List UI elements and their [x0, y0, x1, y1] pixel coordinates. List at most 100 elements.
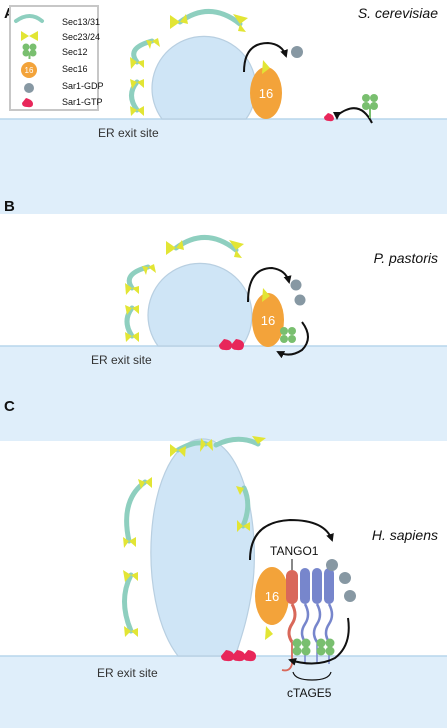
sec12-clover — [280, 327, 296, 343]
legend-label: Sar1-GDP — [62, 81, 104, 91]
sec23-24-bowtie — [123, 570, 138, 582]
ctage5-domain — [312, 568, 322, 604]
sec23-24-bowtie — [262, 288, 270, 302]
sar1-gtp-hydrolysis-arrow — [249, 518, 334, 561]
sec23-24-bowtie — [236, 486, 244, 495]
er-exit-site-label: ER exit site — [97, 666, 158, 680]
sar1-gdp-dot — [344, 590, 356, 602]
sec23-24-bowtie — [229, 240, 244, 258]
sec23-24-bowtie-icon — [21, 31, 38, 41]
legend-label: Sar1-GTP — [62, 97, 103, 107]
sec13-31-arc — [124, 479, 148, 544]
legend-label: Sec13/31 — [62, 17, 100, 27]
ctage5-coil — [312, 603, 322, 643]
legend-box — [9, 5, 99, 111]
sec23-24-bowtie — [130, 57, 144, 69]
sec23-24-bowtie — [265, 626, 273, 640]
sar1-gtp-hydrolysis-arrow — [247, 266, 292, 303]
sec12-clover-icon — [22, 43, 37, 59]
sec16-oval — [250, 67, 282, 119]
sec12-clover — [292, 638, 311, 656]
sar1-activation-arrow — [276, 321, 309, 359]
ctage5-coil — [324, 603, 334, 643]
sec23-24-bowtie — [252, 436, 266, 444]
panel-b: B P. pastoris ER exit site 16 — [0, 198, 447, 441]
ctage5-domain — [324, 568, 334, 604]
tango1-label: TANGO1 — [270, 544, 319, 558]
sec23-24-bowtie — [125, 305, 139, 315]
sar1-gtp-drop — [243, 650, 256, 662]
sec13-31-arc — [173, 235, 239, 253]
sar1-gtp-drop — [231, 339, 244, 351]
sec23-24-bowtie — [123, 537, 136, 548]
species-label: H. sapiens — [372, 527, 438, 543]
panel-c: C H. sapiens ER exit site 16 — [0, 398, 447, 728]
sec23-24-bowtie — [170, 444, 186, 457]
sar1-gtp-drop-icon — [22, 98, 33, 108]
sec23-24-bowtie — [237, 520, 250, 532]
sec16-label: 16 — [265, 589, 279, 604]
sar1-gdp-dot — [290, 279, 302, 291]
legend: Sec13/31 Sec23/24 Sec12 16 Sec16 Sar1-GD… — [9, 5, 104, 111]
sar1-gdp-dot — [339, 572, 351, 584]
panel-letter: B — [4, 198, 15, 215]
sec16-oval — [255, 567, 289, 625]
sec23-24-bowtie — [146, 38, 160, 49]
sec16-label: 16 — [259, 86, 273, 101]
ctage5-coil — [300, 603, 310, 643]
sar1-activation-arrow — [288, 617, 350, 666]
sec16-oval — [252, 293, 284, 347]
sec13-31-arc-icon — [14, 14, 44, 23]
species-label: S. cerevisiae — [358, 5, 438, 21]
sar1-gdp-dot-icon — [24, 83, 34, 93]
sec13-31-arc — [177, 9, 243, 27]
cargo-bud — [147, 262, 253, 347]
er-exit-site-label: ER exit site — [98, 126, 159, 140]
tango1-domain — [286, 570, 298, 604]
sar1-gdp-dot — [326, 559, 338, 571]
sec23-24-bowtie — [130, 79, 144, 89]
sec23-24-bowtie — [200, 438, 213, 452]
sar1-gtp-hydrolysis-arrow — [243, 41, 288, 73]
species-label: P. pastoris — [374, 250, 438, 266]
sec23-24-bowtie — [138, 477, 152, 489]
sec23-24-bowtie — [124, 626, 138, 637]
sec23-24-bowtie — [262, 60, 270, 74]
panel-letter: C — [4, 398, 15, 415]
sar1-gdp-dot — [294, 294, 306, 306]
legend-label: Sec12 — [62, 47, 88, 57]
sec23-24-bowtie — [233, 14, 248, 32]
cargo-bud — [150, 438, 255, 657]
ctage5-domain — [300, 568, 310, 604]
sec13-31-arc — [240, 485, 251, 529]
sar1-activation-arrow — [333, 107, 373, 124]
sec16-label: 16 — [261, 313, 275, 328]
sec23-24-bowtie — [125, 283, 139, 295]
sec12-clover — [362, 94, 378, 118]
sar1-gtp-drop — [221, 650, 234, 662]
ctage5-label: cTAGE5 — [287, 686, 332, 700]
legend-label: Sec23/24 — [62, 32, 100, 42]
sar1-gtp-drop — [324, 113, 334, 122]
er-membrane — [0, 346, 447, 441]
sec23-24-bowtie — [125, 332, 139, 342]
legend-badge: 16 — [25, 66, 34, 75]
sec13-31-arc — [122, 572, 134, 634]
er-membrane — [0, 656, 447, 728]
panel-a: A S. cerevisiae ER exit site 16 — [0, 5, 447, 214]
sec23-24-bowtie — [170, 14, 188, 29]
sec13-31-arc — [213, 436, 261, 448]
cargo-bud — [151, 35, 257, 120]
sec12-clover — [316, 638, 335, 656]
sar1-gtp-drop — [232, 650, 245, 662]
sec13-31-arc — [124, 305, 135, 339]
sec16-oval-icon — [21, 62, 37, 78]
sec23-24-bowtie — [142, 264, 156, 275]
sec23-24-bowtie — [166, 240, 184, 255]
er-membrane — [0, 119, 447, 214]
ctage5-bracket — [292, 671, 332, 681]
legend-label: Sec16 — [62, 64, 88, 74]
sar1-gtp-drop — [219, 339, 232, 351]
sar1-gdp-dot — [291, 46, 303, 58]
